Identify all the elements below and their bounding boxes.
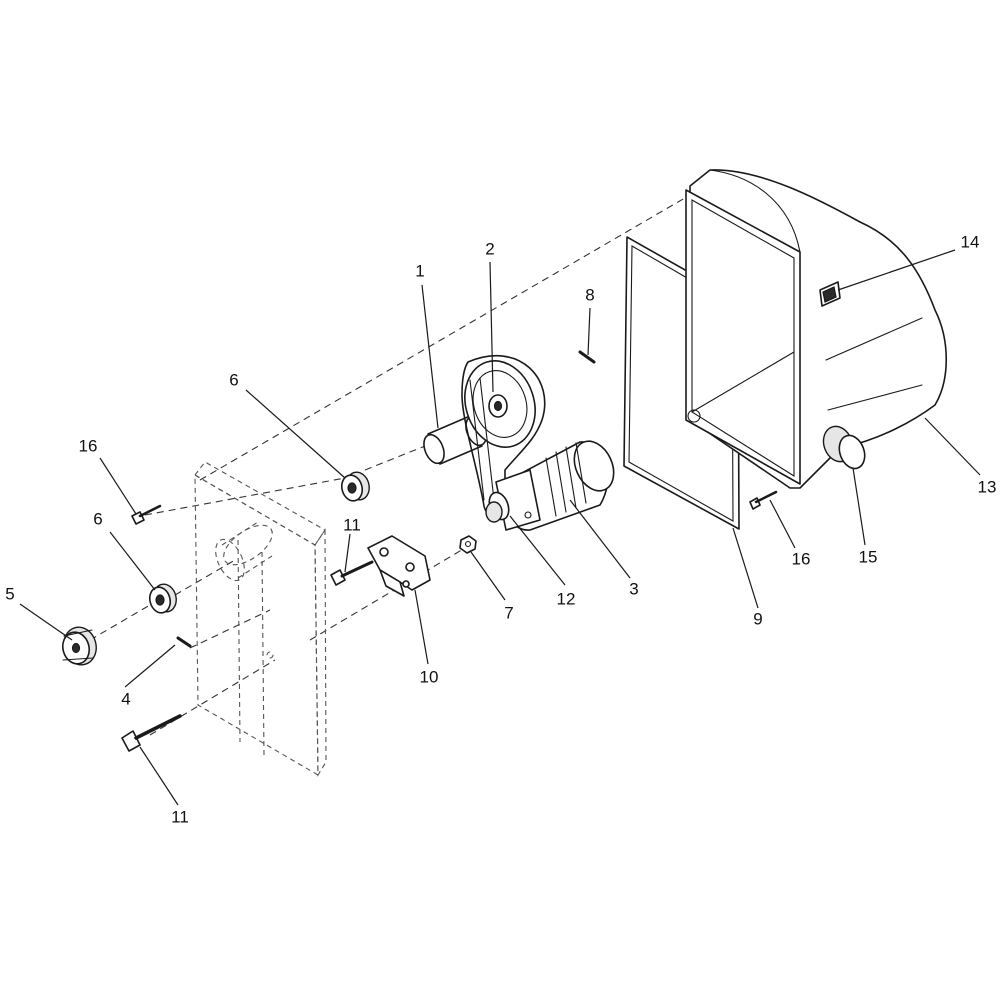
callout-labels: 1 2 3 4 5 6 6 7 8 9 10 11 11 12 13 14 15… — [5, 232, 996, 826]
callout-7: 7 — [504, 603, 513, 622]
callout-5: 5 — [5, 584, 14, 603]
callout-15: 15 — [859, 547, 878, 566]
callout-16-left: 16 — [79, 436, 98, 455]
callout-8: 8 — [585, 285, 594, 304]
part-15-cap — [822, 425, 866, 470]
callout-9: 9 — [753, 609, 762, 628]
callout-1: 1 — [415, 261, 424, 280]
part-14-switch — [819, 281, 841, 307]
part-13-housing — [685, 169, 947, 489]
part-7-nut — [459, 535, 477, 554]
callout-6-lower: 6 — [93, 509, 102, 528]
part-3-motor — [488, 440, 615, 531]
alignment-lines — [89, 194, 691, 736]
part-6-bushing-lower — [148, 583, 177, 614]
callout-12: 12 — [557, 589, 576, 608]
base-plate-phantom — [194, 461, 327, 777]
callout-14: 14 — [961, 232, 980, 251]
part-4-pin — [176, 636, 192, 648]
callout-2: 2 — [485, 239, 494, 258]
callout-11-upper: 11 — [343, 515, 361, 534]
part-10-bracket — [367, 535, 431, 597]
part-5-knob — [61, 626, 97, 666]
leader-lines — [19, 249, 981, 806]
callout-16-right: 16 — [792, 549, 811, 568]
callout-3: 3 — [629, 579, 638, 598]
part-11-bolt-upper — [330, 560, 374, 586]
part-16-screw-left — [131, 504, 162, 525]
callout-4: 4 — [121, 689, 130, 708]
callout-13: 13 — [978, 477, 997, 496]
callout-6-upper: 6 — [229, 370, 238, 389]
part-11-bolt-lower — [121, 714, 182, 752]
part-6-bushing-upper — [340, 471, 370, 502]
callout-11-lower: 11 — [171, 807, 189, 826]
part-8-pin — [578, 350, 596, 364]
callout-10: 10 — [420, 667, 439, 686]
part-12-motor-pulley — [485, 501, 503, 523]
part-16-screw-right — [749, 490, 778, 510]
